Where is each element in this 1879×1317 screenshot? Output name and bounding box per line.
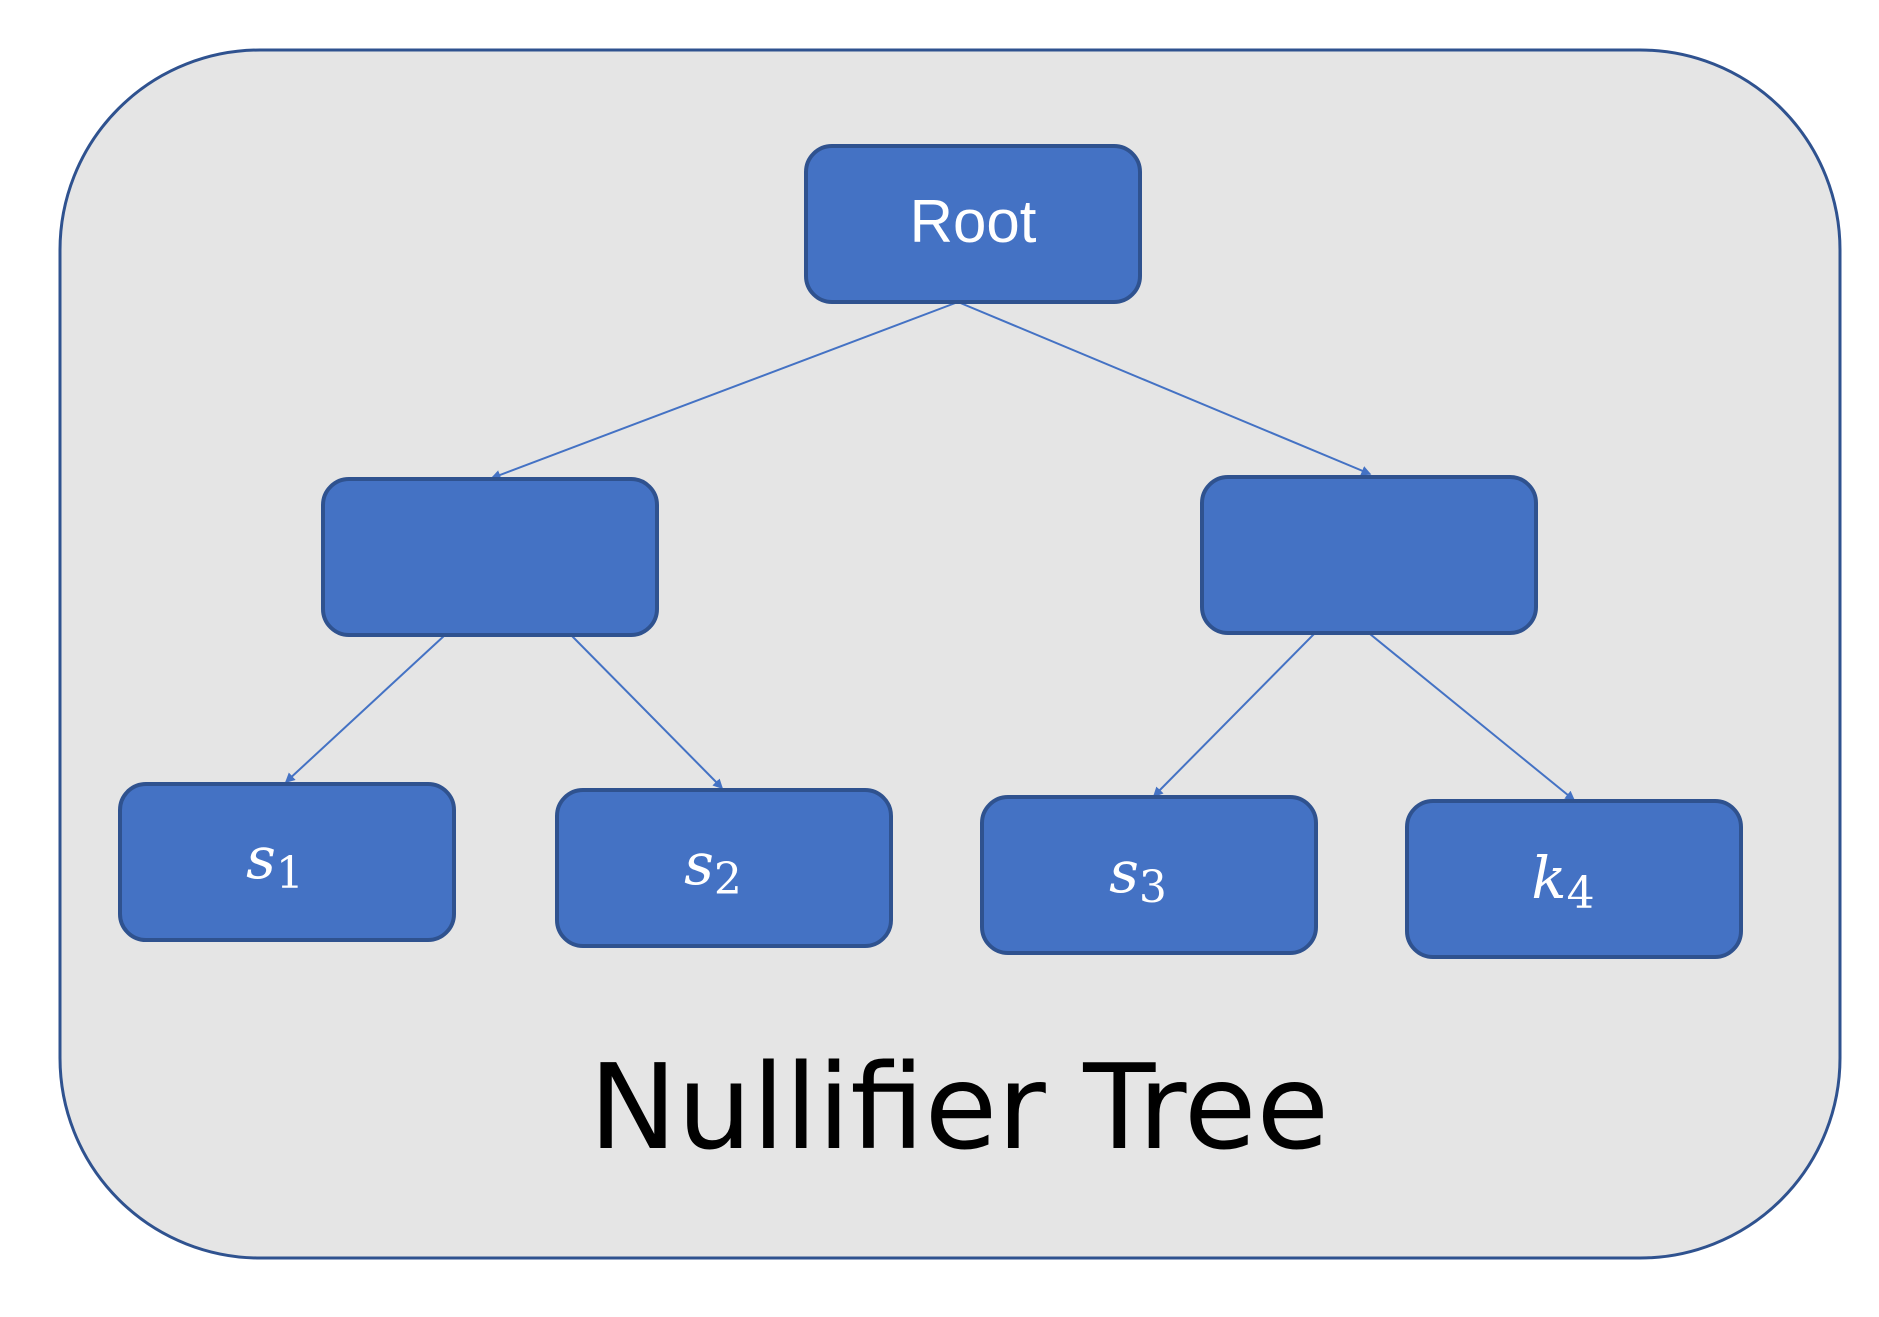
leaf-node-3-label: s3 [1109, 838, 1167, 913]
edge-right-internal-to-leaf-3 [1152, 633, 1315, 798]
edge-root-to-left-internal [490, 301, 959, 480]
leaf-4-symbol: k [1531, 844, 1566, 912]
edge-root-to-right-internal [957, 301, 1372, 476]
tree-panel [58, 48, 1842, 1260]
diagram-caption: Nullifier Tree [589, 1038, 1329, 1176]
leaf-3-symbol: s [1109, 838, 1139, 906]
leaf-node-4-label: k4 [1531, 844, 1594, 919]
leaf-node-3: s3 [980, 795, 1318, 955]
leaf-2-symbol: s [684, 830, 714, 898]
leaf-node-2-label: s2 [684, 830, 742, 905]
leaf-2-subscript: 2 [714, 854, 742, 905]
leaf-4-subscript: 4 [1567, 868, 1595, 919]
leaf-node-1: s1 [118, 782, 456, 942]
leaf-1-subscript: 1 [276, 848, 304, 899]
root-node-label: Root [910, 188, 1037, 255]
edge-right-internal-to-leaf-4 [1369, 633, 1576, 801]
edge-left-internal-to-leaf-2 [570, 634, 724, 790]
leaf-node-4: k4 [1405, 799, 1743, 959]
leaf-1-symbol: s [246, 824, 276, 892]
leaf-node-1-label: s1 [246, 824, 304, 899]
tree-edges [284, 301, 1576, 801]
internal-node-right [1200, 475, 1538, 635]
leaf-node-2: s2 [555, 788, 893, 948]
edge-left-internal-to-leaf-1 [284, 634, 446, 784]
leaf-3-subscript: 3 [1139, 862, 1167, 913]
internal-node-left [321, 477, 659, 637]
root-node: Root [804, 144, 1142, 304]
